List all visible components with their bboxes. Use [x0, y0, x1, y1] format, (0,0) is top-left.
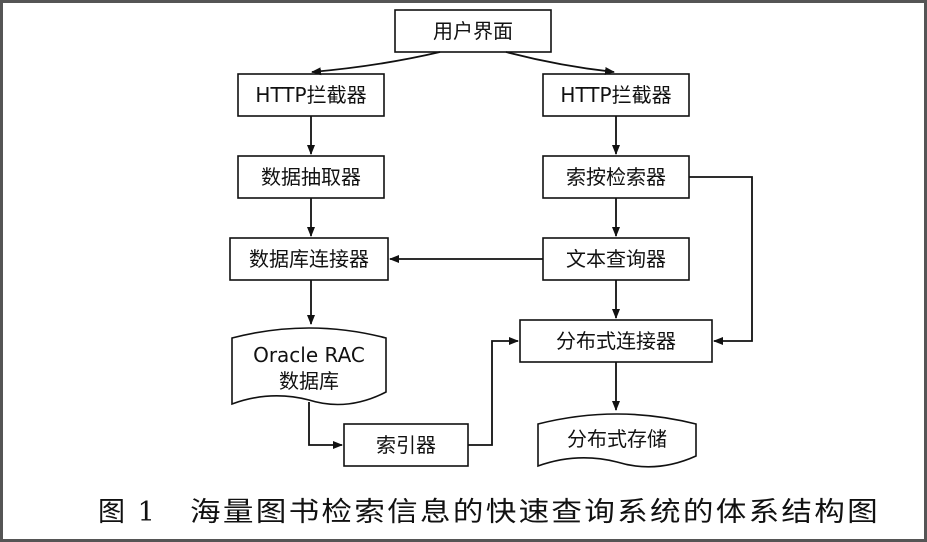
arrow-oracle-to-indexer — [308, 402, 343, 449]
oracle-db-label: 数据库 — [279, 369, 339, 393]
data-extractor-label: 数据抽取器 — [261, 165, 361, 189]
figure-caption: 海量图书检索信息的快速查询系统的体系结构图 — [190, 497, 880, 528]
user-interface-box — [394, 9, 552, 53]
db-connector-box — [229, 237, 389, 281]
oracle-db-shape — [231, 327, 387, 406]
http-interceptor-left-label: HTTP拦截器 — [255, 83, 366, 107]
distributed-storage-label: 分布式存储 — [567, 427, 667, 451]
search-engine-label: 索按检索器 — [566, 165, 666, 189]
text-query-label: 文本查询器 — [566, 247, 666, 271]
search-engine-box — [542, 155, 690, 199]
oracle-rac-label: Oracle RAC — [253, 343, 365, 367]
arrow-ui-to-http-right — [505, 51, 615, 75]
arrow-search-to-distconn — [689, 176, 753, 345]
http-interceptor-right-box — [542, 73, 690, 117]
indexer-box — [343, 423, 469, 467]
figure-number: 图 1 — [98, 497, 157, 528]
distributed-connector-label: 分布式连接器 — [556, 329, 676, 353]
db-connector-label: 数据库连接器 — [249, 247, 369, 271]
distributed-storage-shape — [537, 413, 697, 468]
indexer-label: 索引器 — [376, 433, 436, 457]
http-interceptor-right-label: HTTP拦截器 — [560, 83, 671, 107]
arrow-ui-to-http-left — [311, 51, 441, 76]
arrow-indexer-to-distconn — [468, 337, 519, 446]
user-interface-label: 用户界面 — [433, 19, 513, 43]
